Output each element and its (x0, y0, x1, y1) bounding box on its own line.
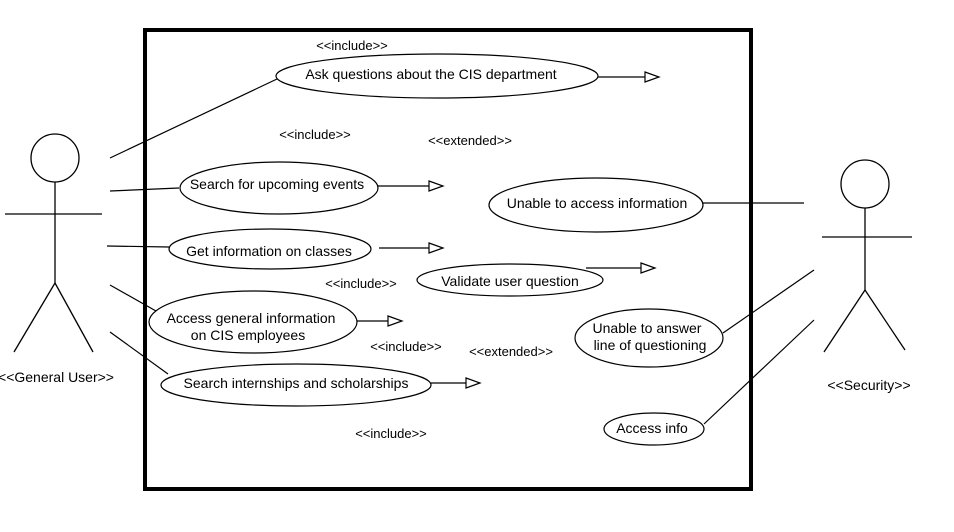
stereotype-include-label: <<include>> (355, 426, 427, 441)
use-case-unable-answer-label-2: line of questioning (594, 337, 707, 353)
use-case-search-events[interactable]: Search for upcoming events (179, 161, 379, 215)
use-case-validate-question-label: Validate user question (441, 273, 579, 289)
actor-security (822, 159, 912, 353)
stereotype-extended-label: <<extended>> (428, 133, 512, 148)
stereotype-include-label: <<include>> (316, 38, 388, 53)
use-case-validate-question[interactable]: Validate user question (416, 263, 604, 297)
use-case-ask-questions-label: Ask questions about the CIS department (305, 66, 556, 82)
use-case-search-internships[interactable]: Search internships and scholarships (160, 363, 432, 407)
include-arrows (357, 71, 661, 389)
use-case-unable-access-info-label: Unable to access information (507, 195, 688, 211)
use-case-unable-access-info[interactable]: Unable to access information (488, 177, 704, 233)
use-case-unable-answer-label-1: Unable to answer (593, 320, 702, 336)
use-case-access-employee-info-label-1: Access general information (167, 310, 336, 326)
use-case-get-class-info-label: Get information on classes (186, 243, 352, 259)
stereotype-extended-label: <<extended>> (469, 344, 553, 359)
use-case-get-class-info[interactable]: Get information on classes (168, 228, 372, 270)
stereotype-include-label: <<include>> (325, 276, 397, 291)
stereotype-include-label: <<include>> (370, 339, 442, 354)
use-case-ask-questions[interactable]: Ask questions about the CIS department (275, 53, 599, 99)
associations (106, 78, 815, 425)
use-case-access-employee-info[interactable]: Access general information on CIS employ… (148, 290, 358, 354)
use-case-search-internships-label: Search internships and scholarships (184, 375, 409, 391)
use-case-access-info-label: Access info (616, 420, 688, 436)
use-case-access-info[interactable]: Access info (603, 412, 705, 446)
use-case-search-events-label: Search for upcoming events (190, 176, 364, 192)
stereotype-include-label: <<include>> (279, 127, 351, 142)
actor-general-user (5, 133, 102, 353)
use-case-unable-answer[interactable]: Unable to answer line of questioning (574, 308, 724, 368)
system-boundary (143, 28, 753, 491)
actor-security-label: <<Security>> (827, 377, 910, 393)
actor-general-user-label: <<General User>> (0, 369, 114, 385)
use-case-access-employee-info-label-2: on CIS employees (191, 327, 305, 343)
